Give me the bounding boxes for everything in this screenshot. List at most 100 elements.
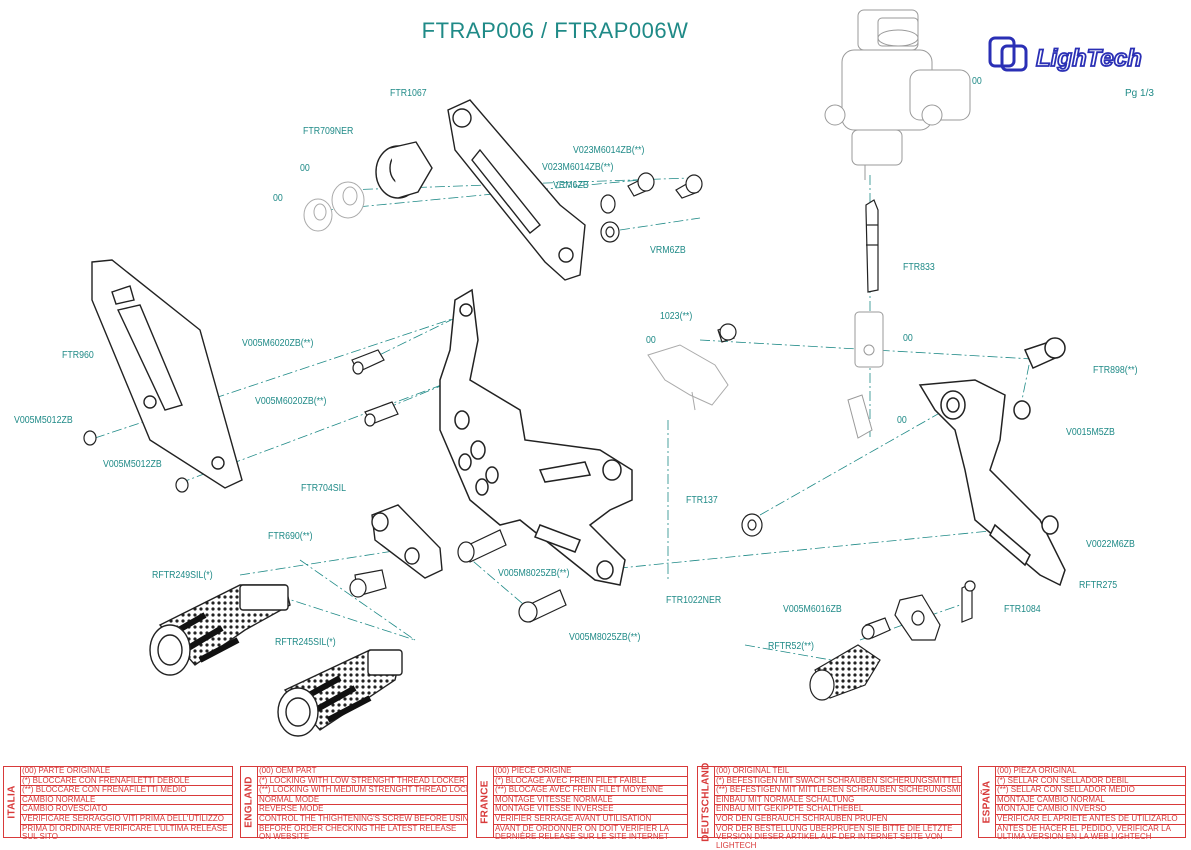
callout-oo-4: 00 — [897, 415, 907, 426]
lightech-logo: LighTech — [988, 36, 1143, 72]
legend-box-deutschland: DEUTSCHLAND (00) ORIGINAL TEIL (*) BEFES… — [697, 762, 962, 849]
legend-row: (00) PARTE ORIGINALE — [20, 767, 232, 777]
callout-v005m5012zb-b: V005M5012ZB — [103, 459, 162, 470]
legend-row: VOR DEN GEBRAUCH SCHRAUBEN PRUFEN — [714, 815, 961, 825]
legend-row: PRIMA DI ORDINARE VERIFICARE L'ULTIMA RE… — [22, 824, 228, 842]
page-number: Pg 1/3 — [1125, 88, 1154, 99]
top-bolts — [600, 172, 703, 243]
ftr960-plate — [91, 259, 243, 489]
svg-text:LighTech: LighTech — [1036, 45, 1142, 72]
legend-lang: ENGLAND — [243, 776, 255, 828]
ftr833-rod — [865, 199, 879, 293]
legend-row: MONTAJE CAMBIO NORMAL — [995, 796, 1185, 806]
screws-left — [83, 323, 737, 493]
legend-row: MONTAGE VITESSE INVERSEE — [493, 805, 687, 815]
callout-v005m8025zb-a: V005M8025ZB(**) — [498, 568, 570, 579]
callout-ftr1022ner: FTR1022NER — [666, 595, 722, 606]
callout-v0022m6zb: V0022M6ZB — [1086, 539, 1135, 550]
callout-ftr690: FTR690(**) — [268, 531, 313, 542]
callout-rftr275: RFTR275 — [1079, 580, 1118, 591]
callout-oo-5: 00 — [646, 335, 656, 346]
legend-row: NORMAL MODE — [257, 796, 467, 806]
legend-row: MONTAGE VITESSE NORMALE — [493, 796, 687, 806]
legend-row: (**) LOCKING WITH MEDIUM STRENGHT THREAD… — [257, 786, 467, 796]
legend-row: CAMBIO NORMALE — [20, 796, 232, 806]
callout-ftr704sil: FTR704SIL — [301, 483, 347, 494]
rftr245sil-footpeg — [277, 649, 403, 737]
legend-box-espana: ESPAÑA (00) PIEZA ORIGINAL (*) SELLAR CO… — [978, 766, 1186, 841]
legend-row: REVERSE MODE — [257, 805, 467, 815]
legend-lang: FRANCE — [479, 780, 491, 824]
callout-oo-1: 00 — [300, 163, 310, 174]
legend-row: (*) BLOCAGE AVEC FREIN FILET FAIBLE — [493, 777, 687, 787]
legend-lang: ESPAÑA — [981, 780, 993, 824]
callout-ftr709ner: FTR709NER — [303, 126, 354, 137]
legend-row: VERIFICAR EL APRIETE ANTES DE UTILIZARLO — [995, 815, 1185, 825]
rftr275-lever — [918, 337, 1066, 587]
legend-row: ANTES DE HACER EL PEDIDO, VERIFICAR LA U… — [997, 824, 1171, 842]
callout-vrm6zb-a: VRM6ZB — [553, 180, 589, 191]
legend-row: VERIFIER SERRAGE AVANT UTILISATION — [493, 815, 687, 825]
legend-row: VOR DER BESTELLUNG ÜBERPRÜFEN SIE BITTE … — [716, 824, 953, 850]
legend-box-england: ENGLAND (00) OEM PART (*) LOCKING WITH L… — [240, 766, 468, 841]
page-title: FTRAP006 / FTRAP006W — [421, 18, 689, 43]
callout-rftr249sil: RFTR249SIL(*) — [152, 570, 213, 581]
callout-v005m6020zb-b: V005M6020ZB(**) — [255, 396, 327, 407]
legend-row: (00) PIECE ORIGINE — [493, 767, 687, 777]
legend-row: (*) LOCKING WITH LOW STRENGHT THREAD LOC… — [257, 777, 467, 787]
callout-ftr137: FTR137 — [686, 495, 718, 506]
legend-row: EINBAU MIT GEKIPPTE SCHALTHEBEL — [714, 805, 961, 815]
ftr1022ner-bracket — [439, 288, 633, 586]
ftr709ner-bushing — [375, 141, 433, 199]
callout-ftr833: FTR833 — [903, 262, 935, 273]
master-cylinder-drawing — [824, 9, 971, 180]
legend-row: (00) ORIGINAL TEIL — [714, 767, 961, 777]
legend-lang: DEUTSCHLAND — [700, 762, 712, 842]
oem-switch — [647, 344, 729, 411]
callout-oo-master: 00 — [972, 76, 982, 87]
legend-row: CONTROL THE THIGHTENING'S SCREW BEFORE U… — [257, 814, 467, 825]
legend-row: EINBAU MIT NORMALE SCHALTUNG — [714, 796, 961, 806]
callout-v005m6016zb: V005M6016ZB — [783, 604, 842, 615]
legend-row: (00) PIEZA ORIGINAL — [995, 767, 1185, 777]
callout-v005m8025zb-b: V005M8025ZB(**) — [569, 632, 641, 643]
rftr249sil-footpeg — [149, 584, 291, 676]
callout-rftr52: RFTR52(**) — [768, 641, 814, 652]
legend-box-france: FRANCE (00) PIECE ORIGINE (*) BLOCAGE AV… — [476, 766, 688, 841]
ftr1067-plate — [447, 99, 586, 281]
callout-oo-2: 00 — [273, 193, 283, 204]
callout-v005m6020zb-a: V005M6020ZB(**) — [242, 338, 314, 349]
legend-row: BEFORE ORDER CHECKING THE LATEST RELEASE… — [259, 824, 457, 842]
legend-row: VERIFICARE SERRAGGIO VITI PRIMA DELL'UTI… — [20, 815, 232, 825]
legend-row: (**) SELLAR CON SELLADOR MEDIO — [995, 786, 1185, 796]
legend-row: (**) BEFESTIGEN MIT MITTLEREN SCHRAUBEN … — [714, 786, 961, 796]
ftr690-bolt — [349, 569, 387, 598]
legend-row: (00) OEM PART — [257, 767, 467, 777]
legend-row: (*) BLOCCARE CON FRENAFILETTI DEBOLE — [20, 777, 232, 787]
callout-ftr898: FTR898(**) — [1093, 365, 1138, 376]
ftr704sil-plate — [371, 504, 443, 579]
legend-box-italia: ITALIA (00) PARTE ORIGINALE (*) BLOCCARE… — [3, 766, 233, 841]
callout-ftr1067: FTR1067 — [390, 88, 427, 99]
legend-row: MONTAJE CAMBIO INVERSO — [995, 805, 1185, 815]
legend-lang: ITALIA — [6, 785, 18, 819]
callout-ftr1084: FTR1084 — [1004, 604, 1041, 615]
right-small-parts — [809, 580, 976, 701]
legend-row: (*) BEFESTIGEN MIT SWACH SCHRAUBEN SICHE… — [714, 776, 961, 787]
callout-ftr960: FTR960 — [62, 350, 94, 361]
center-bolts — [457, 513, 763, 623]
callout-rftr245sil: RFTR245SIL(*) — [275, 637, 336, 648]
callout-1023: 1023(**) — [660, 311, 693, 322]
legend-row: (**) BLOCAGE AVEC FREIN FILET MOYENNE — [493, 786, 687, 796]
callout-v023-b: V023M6014ZB(**) — [542, 162, 614, 173]
oem-bushings — [303, 181, 365, 232]
legend-row: (**) BLOCCARE CON FRENAFILETTI MEDIO — [20, 786, 232, 796]
clevis-drawing — [847, 311, 884, 439]
legend-row: (*) SELLAR CON SELLADOR DEBIL — [995, 777, 1185, 787]
callout-v005m5012zb-a: V005M5012ZB — [14, 415, 73, 426]
callout-v0015m5zb: V0015M5ZB — [1066, 427, 1115, 438]
legend-row: CAMBIO ROVESCIATO — [20, 805, 232, 815]
callout-vrm6zb-b: VRM6ZB — [650, 245, 686, 256]
callout-oo-3: 00 — [903, 333, 913, 344]
